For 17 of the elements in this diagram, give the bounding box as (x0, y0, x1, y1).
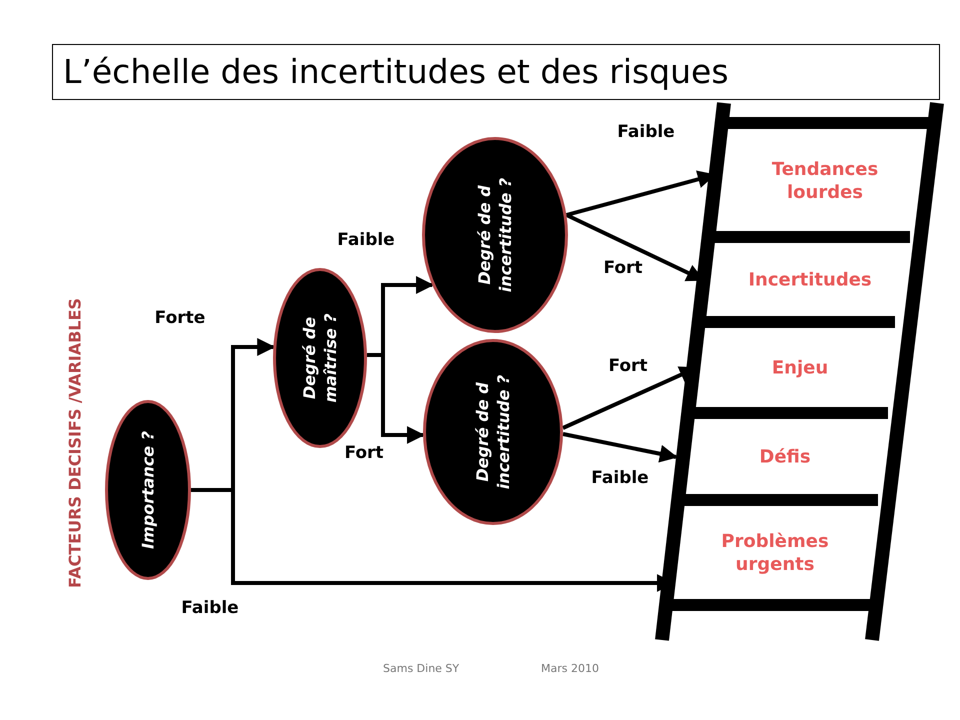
decision-ellipse (422, 137, 568, 333)
decision-ellipse (423, 339, 563, 525)
date-footer: Mars 2010 (541, 662, 599, 675)
ladder-step-label: Défis (758, 445, 812, 468)
arrow (562, 432, 678, 463)
ladder-step-label: Incertitudes (747, 268, 873, 292)
ladder-step-label: Enjeu (770, 356, 830, 379)
question-text: Degré de d incertitude ? (474, 176, 516, 294)
decision-ellipse (105, 400, 191, 580)
question-text: Importance ? (138, 430, 158, 551)
ladder-step-label: Problèmes urgents (720, 530, 830, 576)
question-text: Degré de maîtrise ? (299, 312, 341, 405)
author-footer: Sams Dine SY (383, 662, 460, 675)
ladder-step-label: Tendances lourdes (770, 158, 880, 204)
slide-title: L’échelle des incertitudes et des risques (52, 44, 940, 100)
vertical-axis-label: FACTEURS DECISIFS /VARIABLES (66, 298, 84, 588)
question-text: Degré de d incertitude ? (472, 374, 514, 492)
